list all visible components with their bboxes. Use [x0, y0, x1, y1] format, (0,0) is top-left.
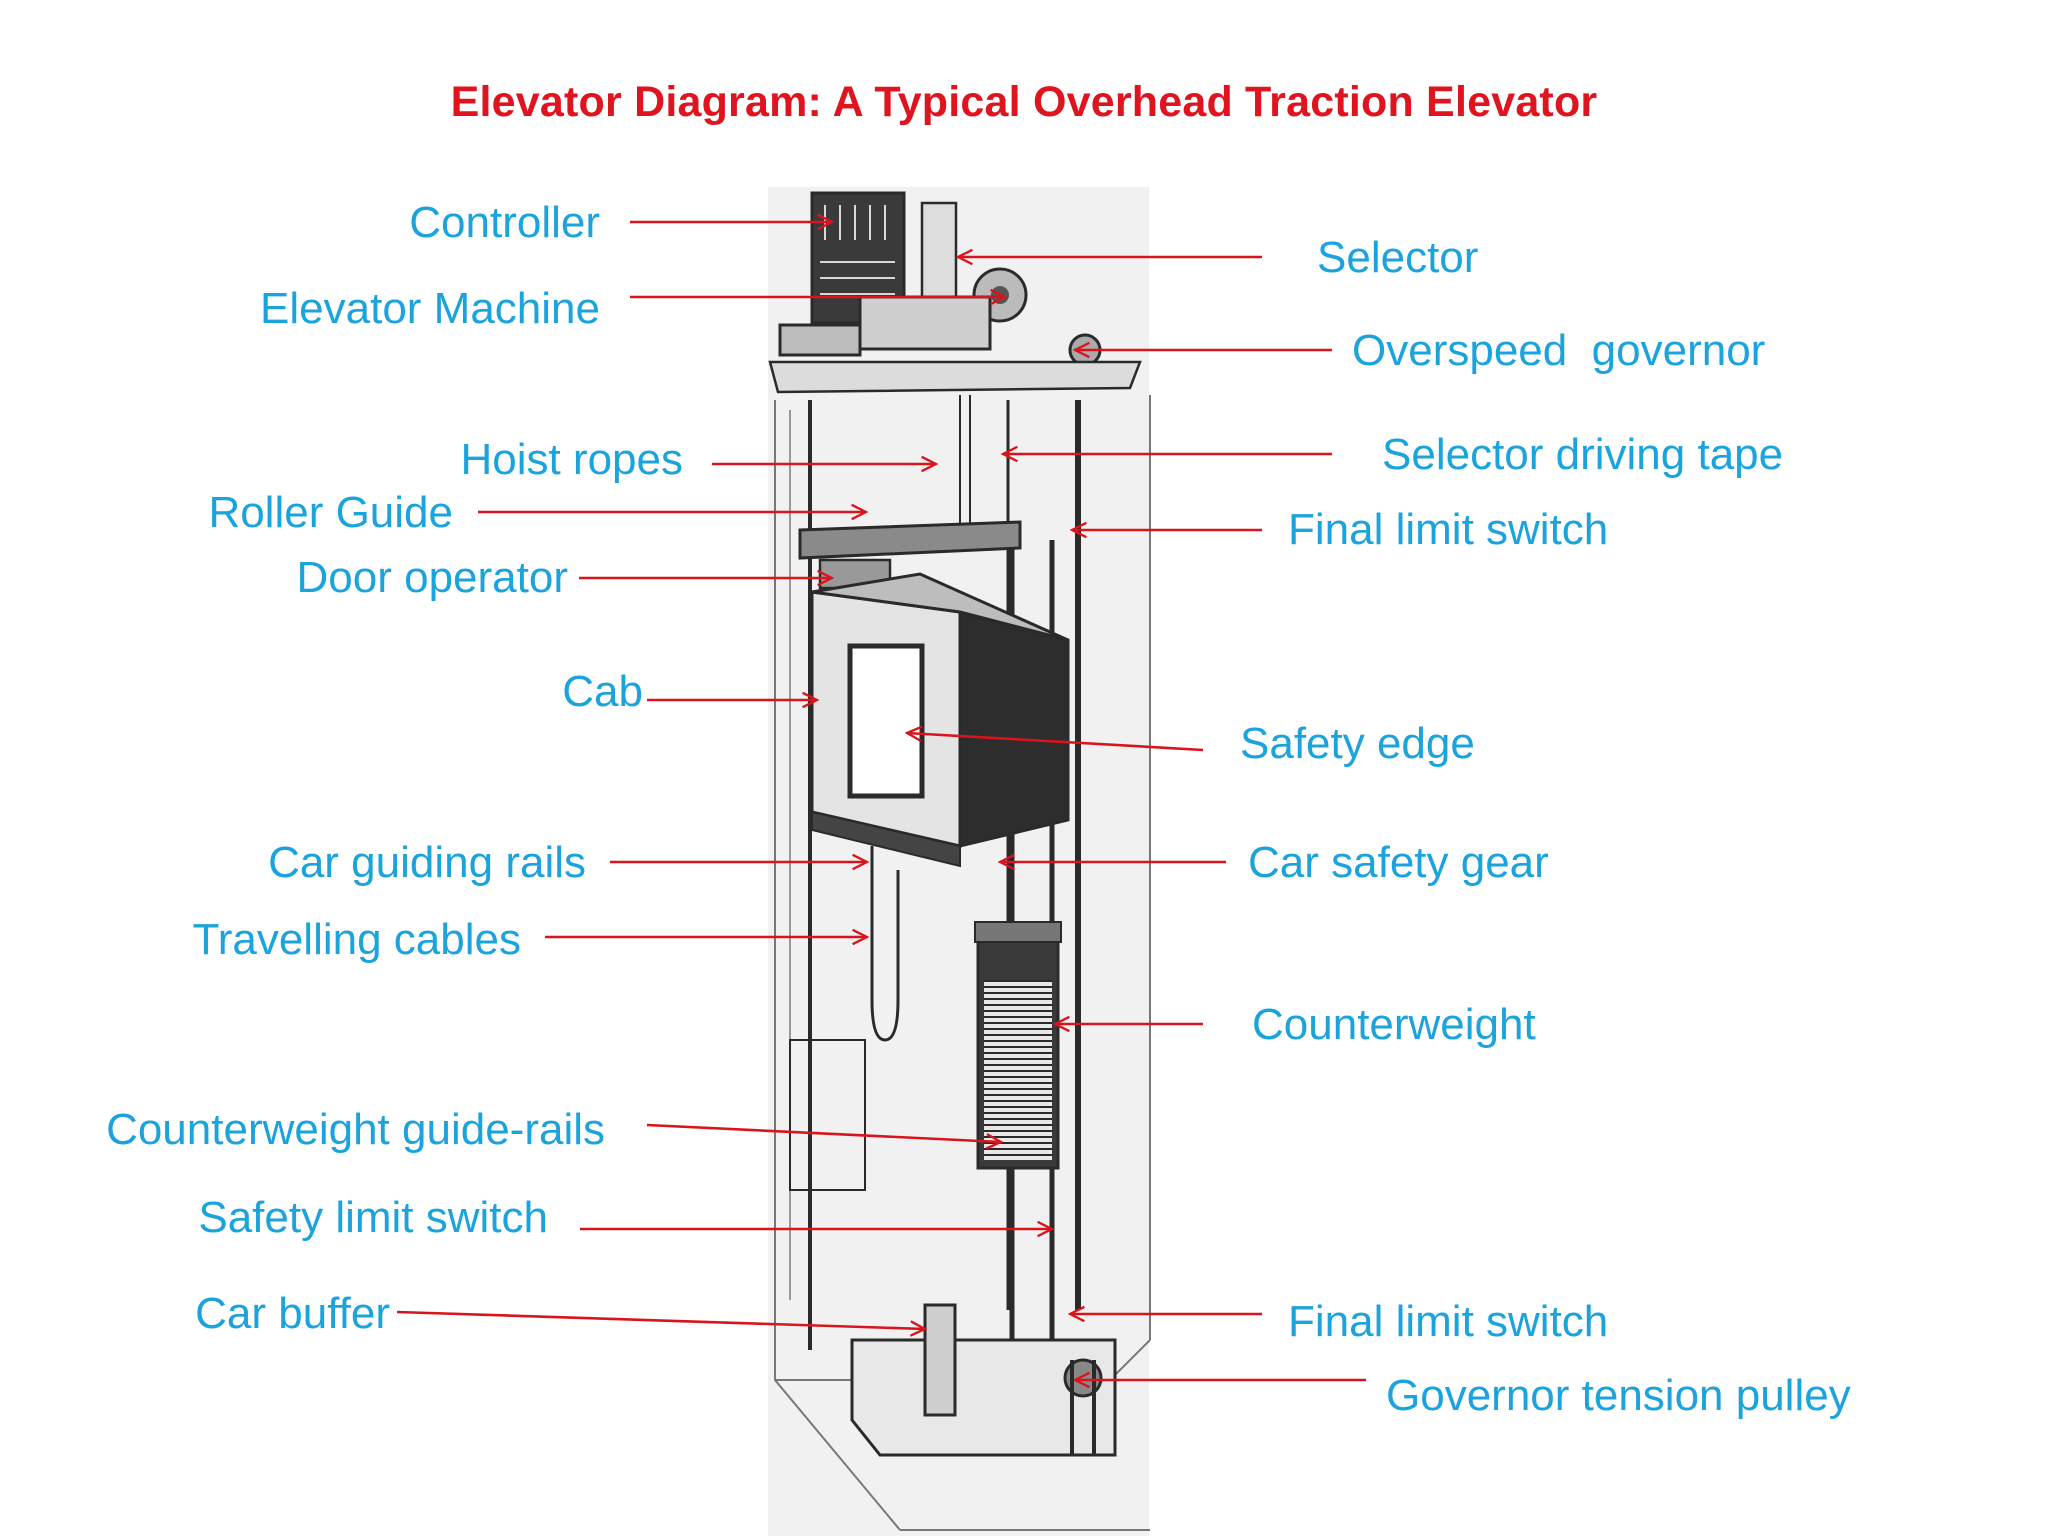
machine-room-floor	[768, 360, 1142, 394]
travelling-cable-loop	[870, 846, 900, 1042]
label-final-limit-switch-top: Final limit switch	[1288, 505, 1609, 554]
machine-motor	[858, 295, 992, 351]
leader-arrows	[396, 222, 1366, 1380]
cab-side	[958, 610, 1070, 848]
label-car-guiding-rails: Car guiding rails	[268, 838, 586, 887]
label-counterweight-guide-rails: Counterweight guide-rails	[106, 1105, 605, 1154]
arrow-counterweight-guide-rails	[646, 1123, 1001, 1142]
cab-top	[811, 572, 1069, 642]
label-overspeed-governor: Overspeed governor	[1352, 326, 1766, 375]
car-platform	[811, 810, 961, 868]
label-roller-guide: Roller Guide	[208, 488, 453, 537]
label-car-safety-gear: Car safety gear	[1248, 838, 1549, 887]
label-counterweight: Counterweight	[1252, 1000, 1536, 1049]
arrow-safety-edge	[907, 733, 1204, 752]
label-car-buffer: Car buffer	[195, 1289, 390, 1338]
arrow-car-buffer	[396, 1310, 925, 1329]
machine-room	[768, 191, 1142, 394]
label-cab: Cab	[562, 667, 643, 716]
pit-box	[850, 1338, 1117, 1457]
label-safety-limit-switch: Safety limit switch	[198, 1193, 548, 1242]
landing-door-frame	[789, 1039, 866, 1191]
label-governor-tension-pulley: Governor tension pulley	[1386, 1371, 1851, 1420]
car-crosshead	[798, 520, 1022, 560]
label-travelling-cables: Travelling cables	[192, 915, 521, 964]
hoistway-outline	[774, 395, 1151, 1531]
car-buffer-body	[923, 1303, 957, 1417]
label-final-limit-switch-bottom: Final limit switch	[1288, 1297, 1609, 1346]
diagram-title: Elevator Diagram: A Typical Overhead Tra…	[450, 78, 1598, 126]
label-hoist-ropes: Hoist ropes	[460, 435, 683, 484]
label-elevator-machine: Elevator Machine	[260, 284, 600, 333]
label-selector-driving-tape: Selector driving tape	[1382, 430, 1784, 479]
label-door-operator: Door operator	[296, 553, 568, 602]
counterweight-top	[974, 921, 1062, 943]
counterweight-fill	[984, 980, 1052, 1160]
label-safety-edge: Safety edge	[1240, 719, 1475, 768]
label-controller: Controller	[409, 198, 600, 247]
cab-opening	[847, 643, 925, 799]
label-selector: Selector	[1317, 233, 1479, 282]
